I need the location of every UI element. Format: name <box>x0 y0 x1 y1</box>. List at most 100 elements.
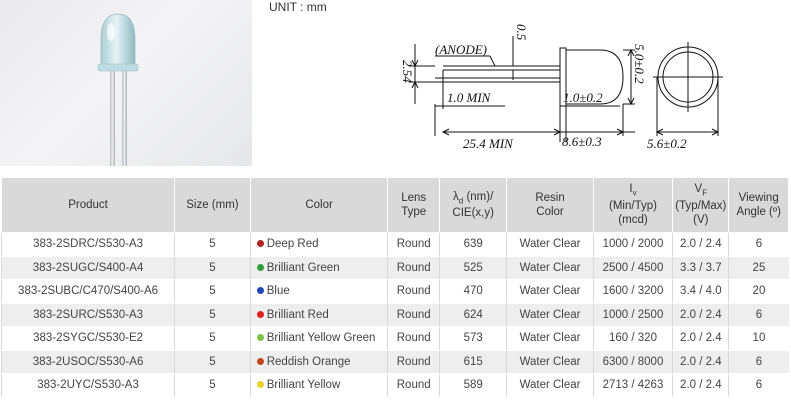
cell-resin: Water Clear <box>506 232 594 257</box>
led-product-photo <box>0 0 252 166</box>
cell-viewing-angle: 25 <box>728 255 789 280</box>
cell-luminous-intensity: 1000 / 2500 <box>592 302 673 327</box>
cell-color: Brilliant Yellow Green <box>249 326 388 351</box>
cell-lens: Round <box>387 326 440 351</box>
cell-forward-voltage: 3.3 / 3.7 <box>672 255 729 280</box>
cell-resin: Water Clear <box>506 326 594 351</box>
cell-resin: Water Clear <box>506 255 594 280</box>
cell-forward-voltage: 3.4 / 4.0 <box>672 279 729 304</box>
cell-product: 383-2SYGC/S530-E2 <box>0 326 175 351</box>
cell-size: 5 <box>174 279 251 304</box>
cell-size: 5 <box>174 232 251 257</box>
color-dot-icon <box>256 310 264 318</box>
cell-size: 5 <box>174 373 251 398</box>
color-dot-icon <box>256 240 264 248</box>
dim-5-0: 5.0±0.2 <box>632 44 647 84</box>
cell-wavelength: 573 <box>438 326 507 351</box>
cell-viewing-angle: 6 <box>728 232 789 257</box>
led-photo-illustration <box>97 13 139 166</box>
cell-product: 383-2UYC/S530-A3 <box>0 373 175 398</box>
header-forward-voltage: VF(Typ/Max)(V) <box>672 177 730 233</box>
dim-5-6: 5.6±0.2 <box>647 136 687 151</box>
cell-viewing-angle: 10 <box>728 326 789 351</box>
cell-forward-voltage: 2.0 / 2.4 <box>672 326 729 351</box>
cell-resin: Water Clear <box>506 279 594 304</box>
dim-25-4-min: 25.4 MIN <box>463 136 514 151</box>
cell-luminous-intensity: 1600 / 3200 <box>592 279 673 304</box>
cell-size: 5 <box>174 255 251 280</box>
cell-luminous-intensity: 2713 / 4263 <box>592 373 673 398</box>
header-luminous-intensity: Iv(Min/Typ)(mcd) <box>592 177 674 233</box>
dim-1-0-min: 1.0 MIN <box>447 90 492 105</box>
cell-size: 5 <box>174 349 251 374</box>
header-wavelength: λd (nm)/CIE(x,y) <box>438 177 508 233</box>
cell-lens: Round <box>387 232 440 257</box>
cell-product: 383-2SDRC/S530-A3 <box>0 232 175 257</box>
cell-lens: Round <box>387 349 440 374</box>
cell-forward-voltage: 2.0 / 2.4 <box>672 349 729 374</box>
dim-2-54: 2.54 <box>400 60 415 83</box>
cell-viewing-angle: 6 <box>728 373 789 398</box>
header-color: Color <box>249 177 389 233</box>
cell-forward-voltage: 2.0 / 2.4 <box>672 232 729 257</box>
cell-lens: Round <box>387 255 440 280</box>
header-product: Product <box>0 177 176 233</box>
cell-lens: Round <box>387 302 440 327</box>
color-dot-icon <box>256 381 264 389</box>
cell-size: 5 <box>174 302 251 327</box>
cell-color: Brilliant Green <box>249 255 388 280</box>
cell-wavelength: 525 <box>438 255 507 280</box>
cell-resin: Water Clear <box>506 349 594 374</box>
cell-size: 5 <box>174 326 251 351</box>
dimension-drawing: (ANODE) 0.5 2.54 1.0 MIN 1.0±0.2 5.0±0.2… <box>400 24 723 151</box>
anode-label: (ANODE) <box>435 42 487 57</box>
cell-product: 383-2SUBC/C470/S400-A6 <box>0 279 175 304</box>
cell-luminous-intensity: 160 / 320 <box>592 326 673 351</box>
cell-color: Brilliant Red <box>249 302 388 327</box>
cell-product: 383-2USOC/S530-A6 <box>0 349 175 374</box>
cell-viewing-angle: 20 <box>728 279 789 304</box>
cell-color: Brilliant Yellow <box>249 373 388 398</box>
cell-lens: Round <box>387 373 440 398</box>
cell-wavelength: 470 <box>438 279 507 304</box>
color-dot-icon <box>256 357 264 365</box>
cell-resin: Water Clear <box>506 302 594 327</box>
header-size: Size (mm) <box>174 177 251 233</box>
cell-resin: Water Clear <box>506 373 594 398</box>
cell-forward-voltage: 2.0 / 2.4 <box>672 302 729 327</box>
cell-product: 383-2SURC/S530-A3 <box>0 302 175 327</box>
cell-color: Blue <box>249 279 388 304</box>
cell-wavelength: 589 <box>438 373 507 398</box>
cell-wavelength: 615 <box>438 349 507 374</box>
unit-label: UNIT : mm <box>269 0 327 14</box>
cell-color: Deep Red <box>249 232 388 257</box>
cell-viewing-angle: 6 <box>728 349 789 374</box>
color-dot-icon <box>256 334 264 342</box>
cell-luminous-intensity: 6300 / 8000 <box>592 349 673 374</box>
color-dot-icon <box>256 263 264 271</box>
cell-forward-voltage: 2.0 / 2.4 <box>672 373 729 398</box>
dim-8-6: 8.6±0.3 <box>562 134 602 149</box>
cell-product: 383-2SUGC/S400-A4 <box>0 255 175 280</box>
dim-1-0-tol: 1.0±0.2 <box>563 90 603 105</box>
cell-lens: Round <box>387 279 440 304</box>
cell-color: Reddish Orange <box>249 349 388 374</box>
cell-wavelength: 624 <box>438 302 507 327</box>
dim-0-5: 0.5 <box>514 24 529 41</box>
cell-luminous-intensity: 2500 / 4500 <box>592 255 673 280</box>
cell-luminous-intensity: 1000 / 2000 <box>592 232 673 257</box>
cell-viewing-angle: 6 <box>728 302 789 327</box>
color-dot-icon <box>256 287 264 295</box>
